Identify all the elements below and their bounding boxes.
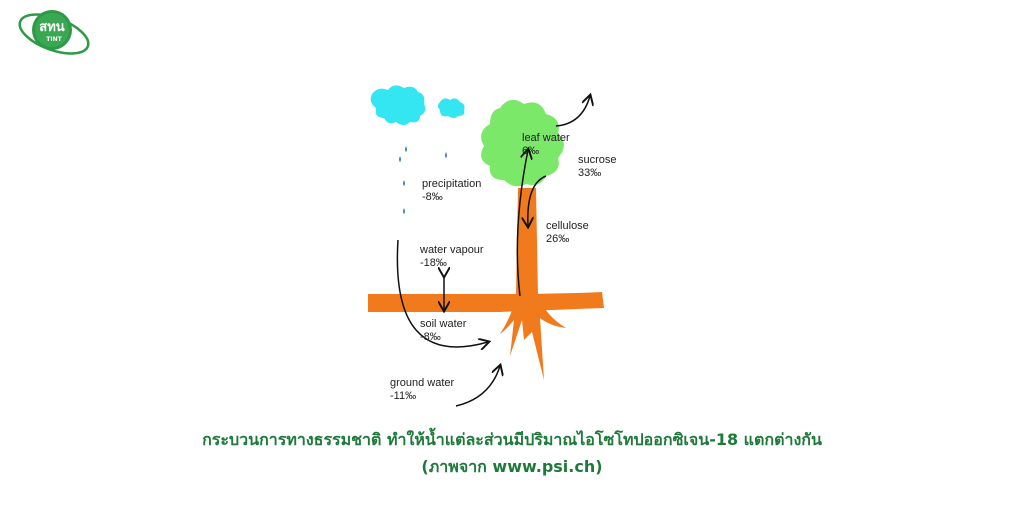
precipitation-name: precipitation [422, 178, 482, 190]
logo-text-thai: สทน [39, 20, 65, 35]
arrow-sucrose-to-cellulose [528, 175, 547, 226]
diagram-graphic [368, 85, 604, 407]
sucrose-value: 33‰ [578, 167, 602, 179]
arrow-leaf-to-atmosphere [555, 96, 590, 127]
label-sucrose: sucrose 33‰ [578, 154, 617, 180]
sucrose-name: sucrose [578, 154, 617, 166]
soil-water-name: soil water [420, 318, 467, 330]
precipitation-value: -8‰ [422, 191, 443, 203]
tree-canopy [481, 99, 564, 187]
cloud-small [438, 98, 465, 118]
logo-text-tint: TINT [46, 36, 62, 43]
cloud-large [370, 85, 426, 125]
label-water-vapour: water vapour -18‰ [420, 244, 484, 270]
label-cellulose: cellulose 26‰ [546, 220, 589, 246]
ground-water-name: ground water [390, 377, 455, 389]
arrow-precipitation-to-ground [396, 239, 488, 347]
tint-logo: สทน TINT [18, 10, 90, 55]
raindrops [399, 146, 447, 214]
water-vapour-name: water vapour [420, 244, 484, 256]
arrow-ground-to-root [455, 366, 500, 407]
water-vapour-value: -18‰ [420, 257, 447, 269]
caption-main: กระบวนการทางธรรมชาติ ทำให้น้ำแต่ละส่วนมี… [202, 430, 822, 449]
leaf-water-value: 6‰ [522, 145, 540, 157]
soil-layer [368, 292, 604, 312]
leaf-water-name: leaf water [522, 132, 570, 144]
oxygen-isotope-diagram: leaf water 6‰ sucrose 33‰ cellulose 26‰ … [360, 80, 620, 410]
tree-trunk [500, 188, 566, 380]
soil-water-value: -8‰ [420, 331, 441, 343]
label-soil-water: soil water -8‰ [420, 318, 466, 344]
arrow-root-to-leaf [516, 150, 528, 297]
label-precipitation: precipitation -8‰ [422, 178, 481, 204]
label-leaf-water: leaf water 6‰ [522, 132, 570, 158]
cellulose-name: cellulose [546, 220, 589, 232]
label-ground-water: ground water -11‰ [390, 377, 454, 403]
ground-water-value: -11‰ [390, 390, 417, 402]
cellulose-value: 26‰ [546, 233, 570, 245]
caption-source: (ภาพจาก www.psi.ch) [421, 457, 603, 476]
